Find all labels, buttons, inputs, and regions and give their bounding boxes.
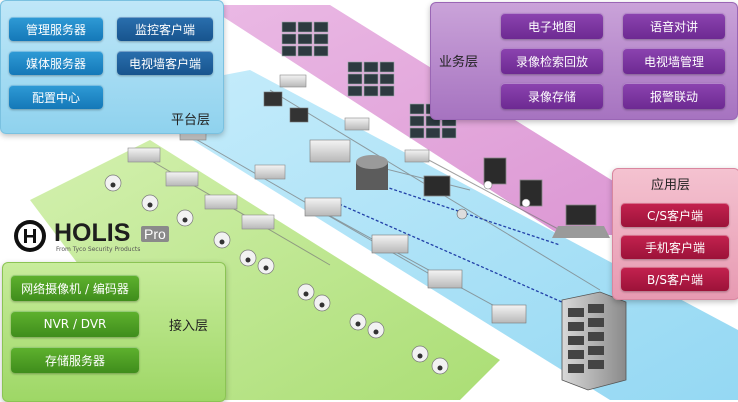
config-center-button[interactable]: 配置中心 bbox=[9, 85, 103, 109]
monitor-icon bbox=[423, 175, 451, 197]
bs-client-button[interactable]: B/S客户端 bbox=[621, 267, 729, 291]
storage-server-button[interactable]: 存储服务器 bbox=[11, 347, 139, 373]
application-layer-title: 应用层 bbox=[651, 178, 691, 193]
monitor-icon bbox=[289, 107, 309, 123]
nvr-box bbox=[204, 194, 238, 210]
tv-wall-mgmt-button[interactable]: 电视墙管理 bbox=[623, 48, 725, 74]
holis-logo: HOLIS Pro From Tyco Security Products bbox=[12, 218, 172, 254]
e-map-button[interactable]: 电子地图 bbox=[501, 13, 603, 39]
switch-box bbox=[309, 139, 351, 163]
server-box bbox=[279, 74, 307, 88]
laptop-icon bbox=[565, 204, 597, 226]
person-icon bbox=[521, 198, 531, 208]
monitor-icon bbox=[263, 91, 283, 107]
logo-badge-icon bbox=[14, 220, 46, 252]
ipcam-encoder-button[interactable]: 网络摄像机 / 编码器 bbox=[11, 275, 139, 301]
nvr-box bbox=[241, 214, 275, 230]
tv-wall-client-button[interactable]: 电视墙客户端 bbox=[117, 51, 213, 75]
video-wall-right bbox=[409, 103, 457, 139]
switch-box bbox=[427, 269, 463, 289]
video-wall-middle bbox=[347, 61, 395, 97]
switch-box bbox=[304, 197, 342, 217]
server-box bbox=[254, 164, 286, 180]
business-layer-panel: 业务层 电子地图 语音对讲 录像检索回放 电视墙管理 录像存储 报警联动 bbox=[430, 2, 738, 120]
mgmt-server-button[interactable]: 管理服务器 bbox=[9, 17, 103, 41]
data-arrows bbox=[329, 184, 581, 311]
nvr-dvr-button[interactable]: NVR / DVR bbox=[11, 311, 139, 337]
record-playback-button[interactable]: 录像检索回放 bbox=[501, 48, 603, 74]
platform-layer-title: 平台层 bbox=[171, 113, 211, 128]
application-devices bbox=[423, 157, 610, 238]
access-layer-title: 接入层 bbox=[169, 319, 209, 334]
monitor-icon bbox=[483, 157, 507, 185]
application-layer-panel: 应用层 C/S客户端 手机客户端 B/S客户端 bbox=[612, 168, 738, 300]
alarm-linkage-button[interactable]: 报警联动 bbox=[623, 83, 725, 109]
voice-intercom-button[interactable]: 语音对讲 bbox=[623, 13, 725, 39]
platform-layer-panel: 管理服务器 监控客户端 媒体服务器 电视墙客户端 配置中心 平台层 bbox=[0, 0, 224, 134]
switch-box bbox=[371, 234, 409, 254]
platform-devices bbox=[179, 74, 527, 324]
nvr-box bbox=[127, 147, 161, 163]
record-storage-button[interactable]: 录像存储 bbox=[501, 83, 603, 109]
microphone-icon bbox=[456, 208, 468, 220]
logo-suffix: Pro bbox=[141, 226, 169, 242]
server-box bbox=[404, 149, 430, 163]
nvr-box bbox=[165, 171, 199, 187]
mobile-client-button[interactable]: 手机客户端 bbox=[621, 235, 729, 259]
media-server-button[interactable]: 媒体服务器 bbox=[9, 51, 103, 75]
video-wall-left bbox=[281, 21, 329, 57]
business-layer-title: 业务层 bbox=[439, 55, 479, 70]
logo-name: HOLIS bbox=[54, 219, 131, 247]
cs-client-button[interactable]: C/S客户端 bbox=[621, 203, 729, 227]
access-layer-panel: 网络摄像机 / 编码器 NVR / DVR 存储服务器 接入层 bbox=[2, 262, 226, 402]
logo-tagline: From Tyco Security Products bbox=[56, 246, 141, 253]
monitor-client-button[interactable]: 监控客户端 bbox=[117, 17, 213, 41]
switch-box bbox=[491, 304, 527, 324]
access-devices bbox=[127, 147, 275, 230]
person-icon bbox=[483, 180, 493, 190]
server-box bbox=[344, 117, 370, 131]
camera-lenses bbox=[110, 182, 443, 371]
storage-rack bbox=[561, 291, 627, 391]
